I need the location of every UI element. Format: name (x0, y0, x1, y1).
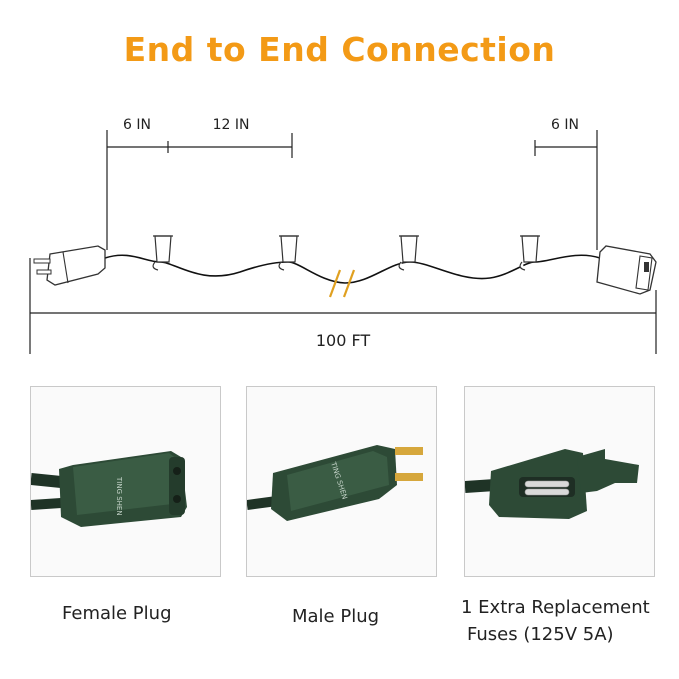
caption-female-plug: Female Plug (62, 603, 172, 624)
caption-male-plug: Male Plug (292, 606, 380, 627)
dimension-label-left: 6 IN (123, 117, 151, 133)
fuse-plug-icon (465, 449, 639, 519)
female-plug-icon (596, 245, 657, 295)
bulb-socket-icon (519, 235, 540, 271)
dimension-100ft (29, 258, 657, 354)
male-plug-icon: TING SHEN (247, 445, 423, 521)
dimension-label-middle: 12 IN (213, 117, 250, 133)
cord-break-icon (328, 269, 356, 298)
fuse-plug-photo (464, 386, 655, 577)
bulb-socket-icon (398, 235, 419, 271)
male-plug-icon (33, 245, 106, 286)
light-string-cord (104, 254, 601, 284)
dimension-left-6in (106, 130, 169, 250)
dimension-12in (168, 133, 293, 158)
female-plug-icon: TING SHEN (31, 451, 187, 527)
caption-fuse-line2: Fuses (125V 5A) (467, 624, 614, 645)
bulb-socket-icon (152, 235, 173, 271)
connection-diagram: 6 IN 12 IN 6 IN (29, 117, 657, 354)
female-plug-photo: TING SHEN (30, 386, 221, 577)
page-title: End to End Connection (123, 30, 556, 69)
svg-text:TING SHEN: TING SHEN (115, 476, 123, 516)
dimension-label-right: 6 IN (551, 117, 579, 133)
caption-fuse-line1: 1 Extra Replacement (461, 597, 650, 618)
dimension-right-6in (534, 130, 598, 250)
dimension-label-total: 100 FT (316, 331, 371, 350)
bulb-socket-icon (278, 235, 299, 271)
male-plug-photo: TING SHEN (246, 386, 437, 577)
